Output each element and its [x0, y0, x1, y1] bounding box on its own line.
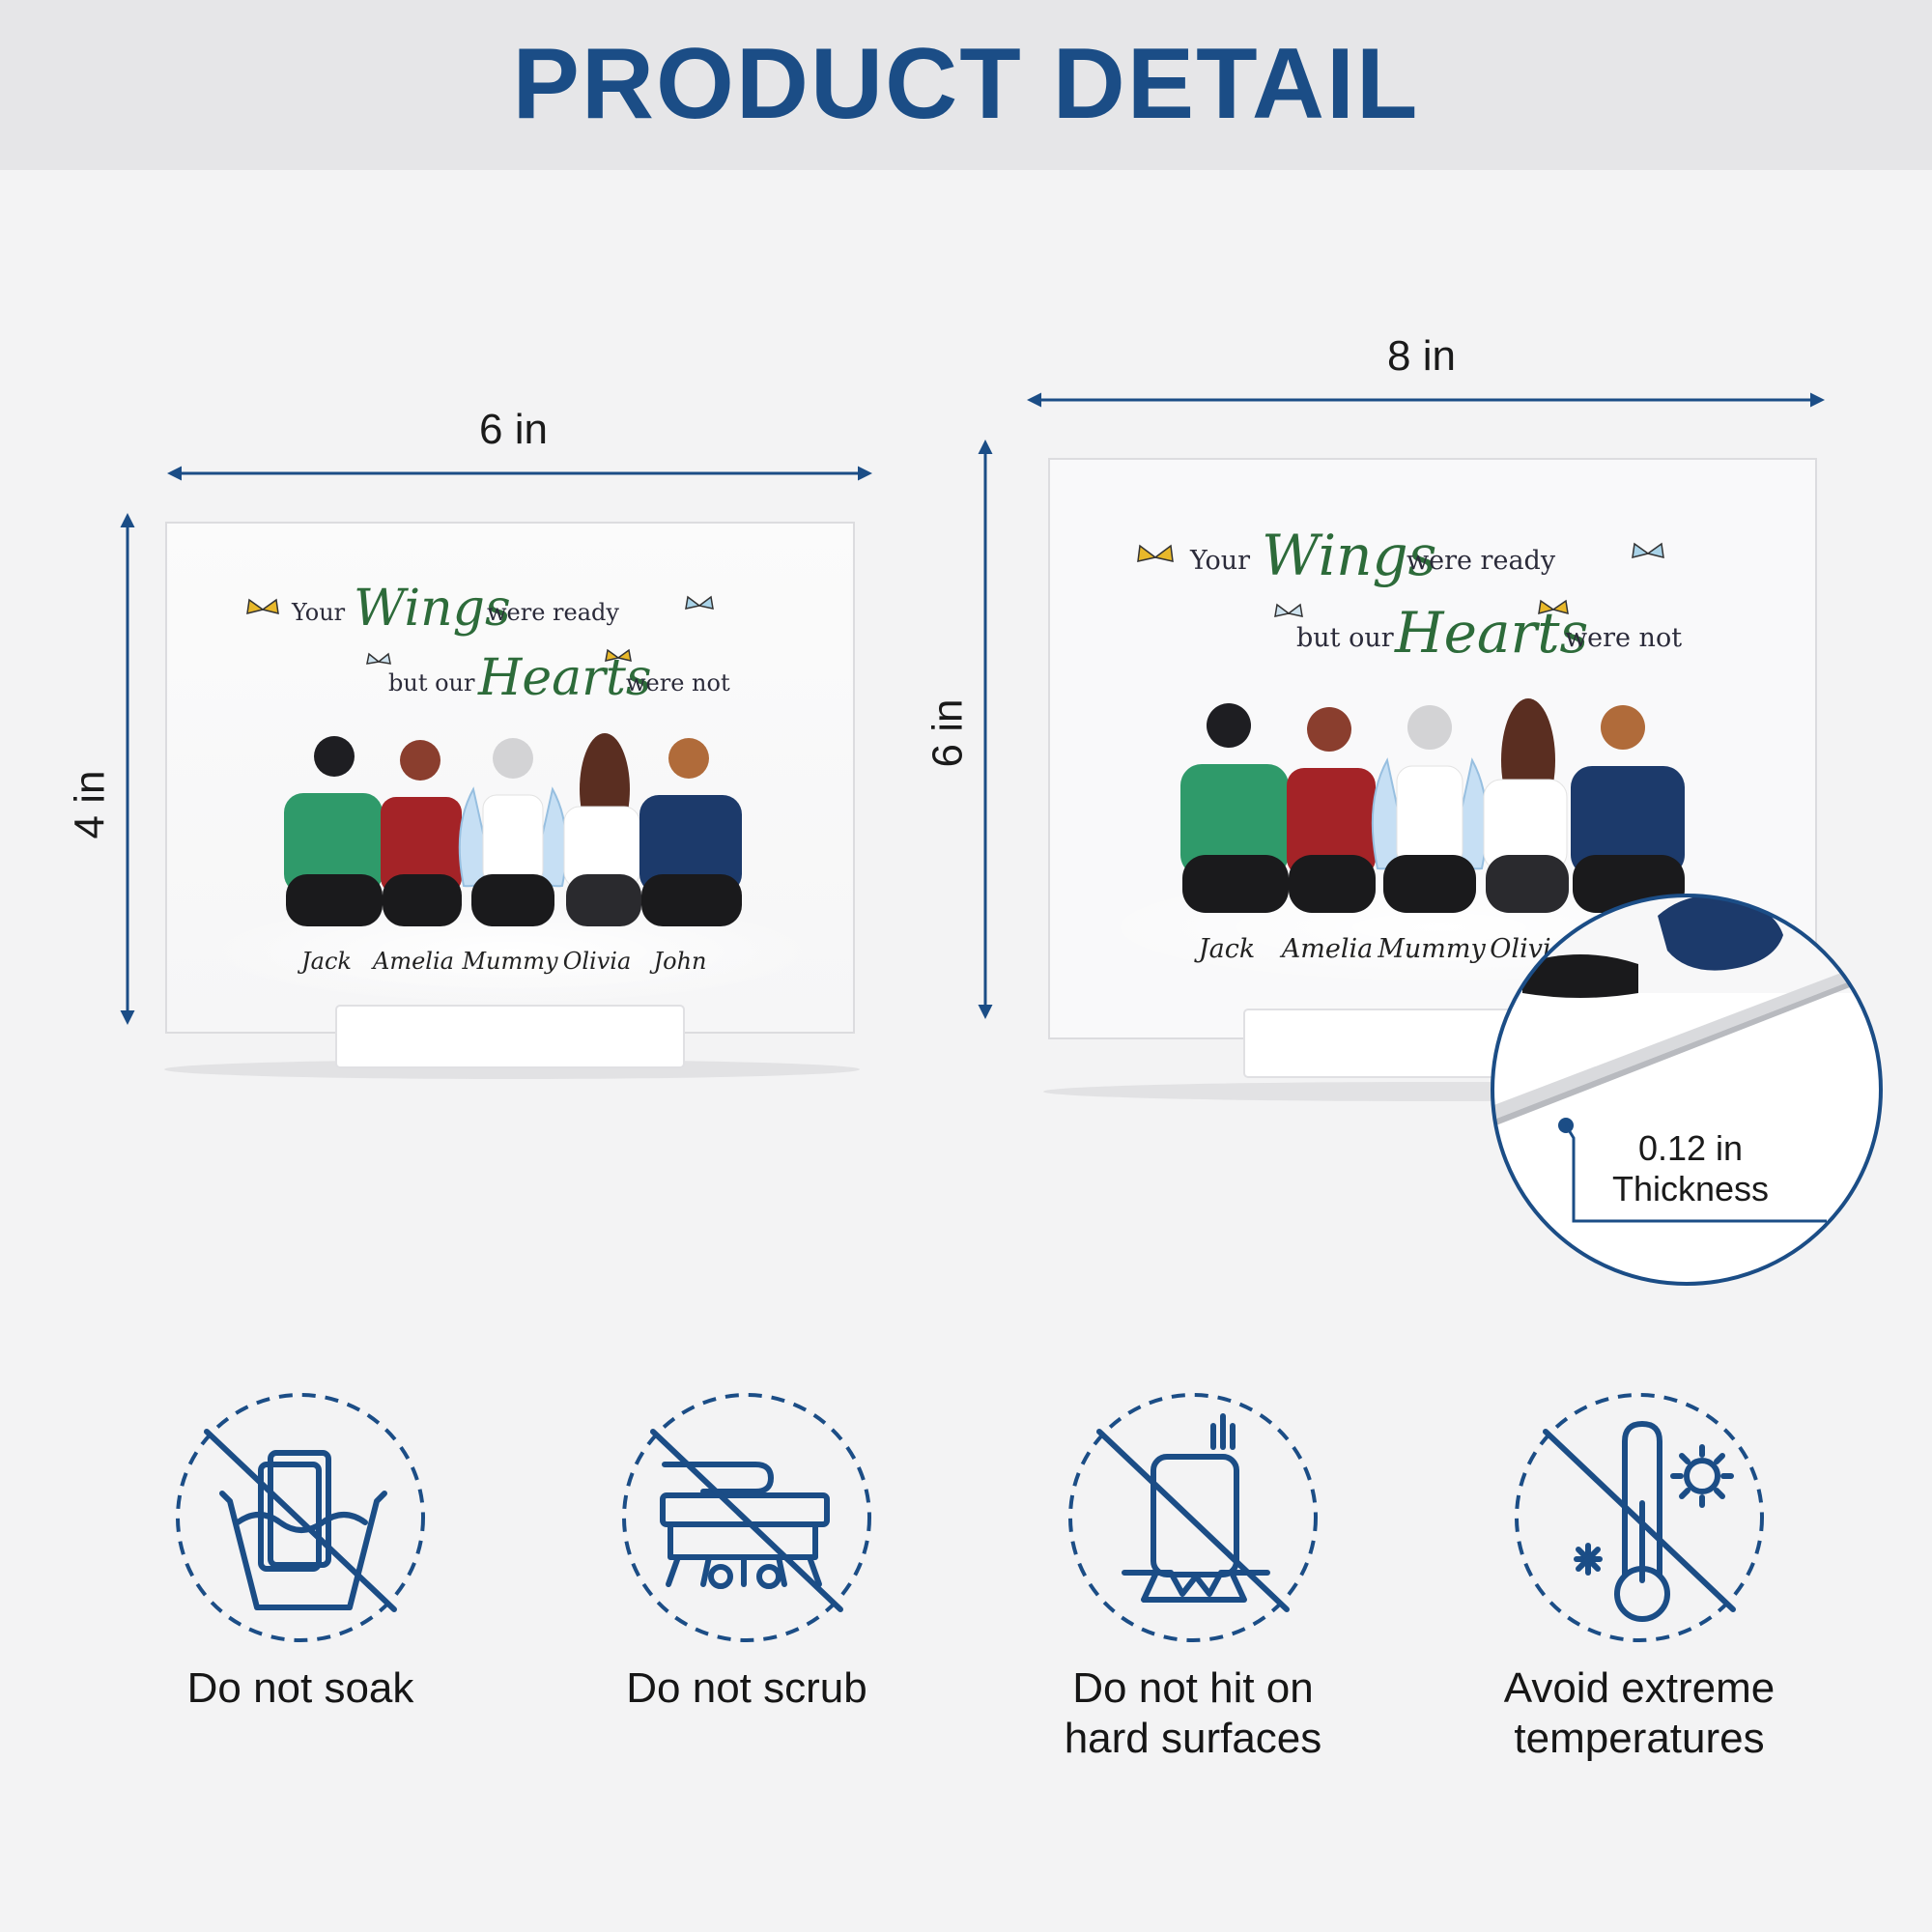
quote-line1-script: Wings — [1262, 523, 1436, 588]
family-illustration — [1180, 698, 1685, 913]
quote-line2-prefix: but our — [1296, 623, 1394, 653]
butterfly-icon — [1137, 544, 1174, 562]
magnifier-ring — [1491, 894, 1883, 1286]
quote-line2-suffix: were not — [626, 669, 730, 696]
small-plaque: Your Wings were ready but our Hearts wer… — [164, 522, 860, 1079]
person-figure — [458, 738, 568, 926]
family-name: Jack — [1194, 934, 1255, 964]
callout-line — [1564, 1124, 1827, 1223]
person-figure — [284, 736, 383, 926]
care-label-no-hit: Do not hit on hard surfaces — [1064, 1664, 1322, 1762]
butterfly-icon — [685, 595, 714, 610]
person-figure — [1483, 698, 1569, 913]
quote-line1-prefix: Your — [1189, 546, 1250, 576]
butterfly-icon — [1632, 542, 1664, 558]
small-width-label: 6 in — [479, 406, 548, 453]
family-name: Olivia — [563, 948, 632, 975]
quote-line1-suffix: were ready — [487, 599, 619, 626]
sleeve-detail — [1658, 895, 1783, 971]
butterfly-icon — [246, 598, 279, 614]
family-illustration — [284, 733, 742, 926]
person-figure — [1371, 705, 1489, 913]
no-scrub-icon — [622, 1393, 871, 1642]
thickness-label: Thickness — [1611, 1169, 1770, 1208]
acrylic-stand — [335, 1005, 685, 1068]
family-name: Jack — [297, 948, 352, 975]
person-figure — [1287, 707, 1376, 913]
avoid-temperature-icon — [1515, 1393, 1764, 1642]
thickness-magnifier — [1491, 894, 1883, 1286]
person-figure — [1180, 703, 1289, 913]
care-label-no-soak: Do not soak — [186, 1664, 414, 1712]
thickness-callout: 0.12 in Thickness — [1575, 1128, 1806, 1209]
quote-line1-script: Wings — [354, 580, 511, 638]
person-figure — [1571, 705, 1685, 913]
small-height-label: 4 in — [66, 770, 114, 839]
quote-line2-prefix: but our — [388, 669, 475, 696]
person-figure — [639, 738, 742, 926]
family-name: Amelia — [371, 948, 454, 975]
care-label-no-scrub: Do not scrub — [626, 1664, 867, 1712]
butterfly-icon — [1538, 599, 1569, 615]
header-bar: PRODUCT DETAIL — [0, 0, 1932, 170]
quote-line1-suffix: were ready — [1406, 546, 1556, 576]
thickness-value: 0.12 in — [1637, 1128, 1744, 1168]
acrylic-edge — [1492, 954, 1881, 1123]
butterfly-icon — [1274, 603, 1303, 617]
family-name: Mummy — [1377, 934, 1486, 964]
butterfly-icon — [605, 648, 632, 662]
care-label-avoid-temperature: Avoid extreme temperatures — [1503, 1664, 1776, 1762]
page-title: PRODUCT DETAIL — [512, 28, 1420, 140]
dimension-arrows — [120, 392, 1825, 1025]
family-name: Amelia — [1279, 934, 1373, 964]
large-height-label: 6 in — [923, 698, 972, 768]
large-width-label: 8 in — [1387, 332, 1456, 380]
family-name: Mummy — [461, 948, 558, 975]
no-soak-icon — [176, 1393, 425, 1642]
butterfly-icon — [366, 652, 391, 665]
person-figure — [381, 740, 462, 926]
quote-line1-prefix: Your — [291, 599, 346, 626]
quote-line2-suffix: were not — [1565, 623, 1682, 653]
no-hit-icon — [1068, 1393, 1318, 1642]
family-name: John — [649, 948, 707, 975]
person-figure — [563, 733, 641, 926]
